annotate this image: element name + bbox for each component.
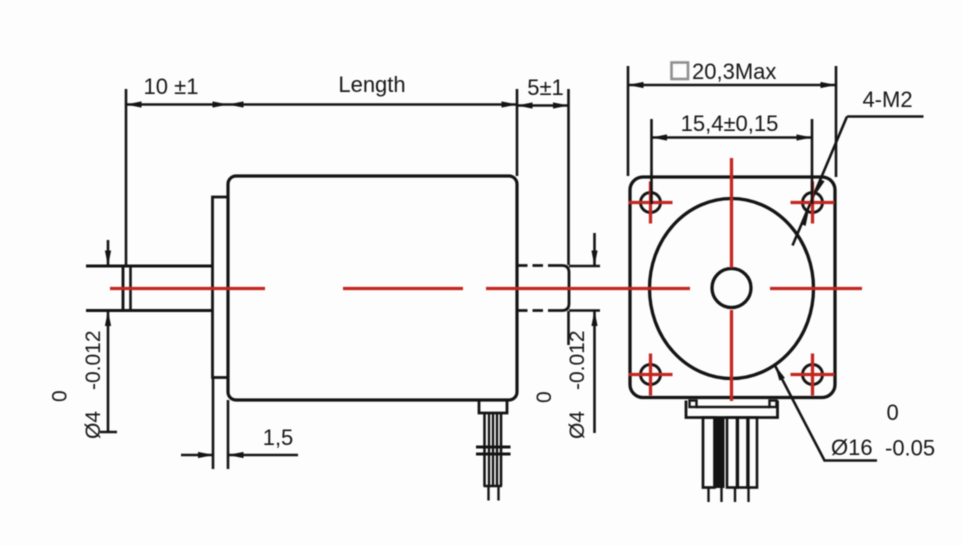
svg-text:Ø4: Ø4 (566, 411, 589, 439)
svg-text:Ø16: Ø16 (831, 435, 873, 460)
svg-text:4-M2: 4-M2 (862, 87, 912, 112)
svg-text:0: 0 (49, 390, 72, 402)
svg-text:0: 0 (533, 391, 556, 403)
svg-text:-0.05: -0.05 (885, 436, 935, 461)
svg-text:5±1: 5±1 (527, 75, 564, 100)
svg-text:0: 0 (887, 400, 899, 425)
svg-text:-0.012: -0.012 (566, 330, 589, 390)
svg-text:Length: Length (338, 72, 405, 97)
svg-text:20,3Max: 20,3Max (692, 59, 776, 84)
svg-text:10 ±1: 10 ±1 (144, 74, 199, 99)
svg-text:Ø4: Ø4 (82, 411, 105, 439)
svg-text:15,4±0,15: 15,4±0,15 (681, 111, 779, 136)
svg-text:1,5: 1,5 (263, 425, 294, 450)
svg-text:-0.012: -0.012 (82, 330, 105, 390)
